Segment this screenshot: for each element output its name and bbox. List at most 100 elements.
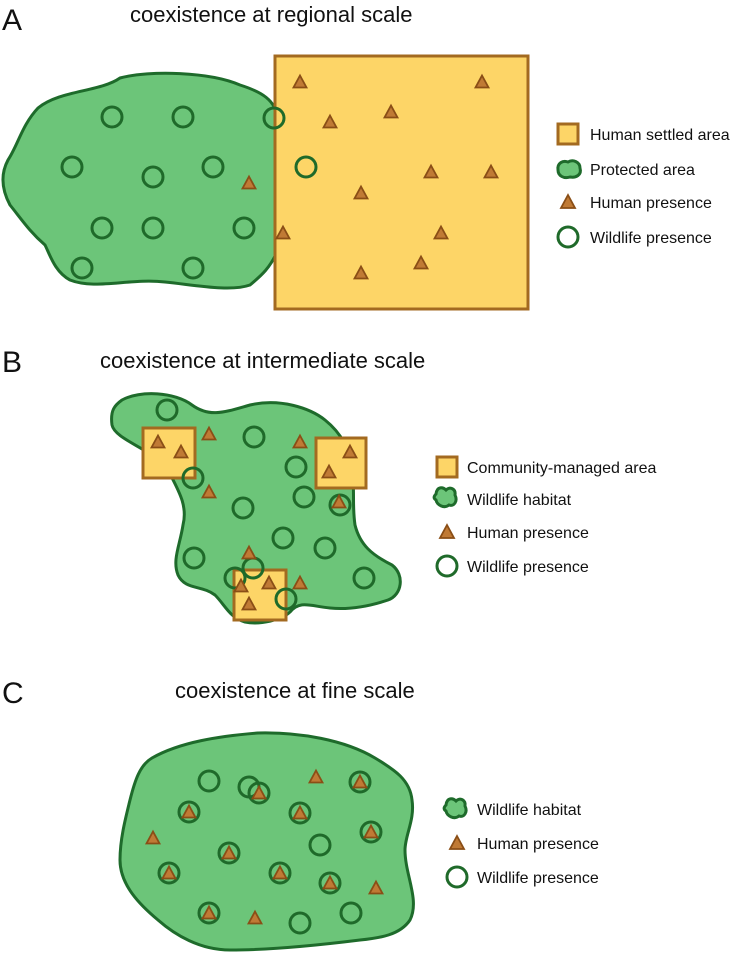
wildlife-presence-circle-4 (181, 466, 205, 490)
wildlife-presence-circle-9 (141, 216, 165, 240)
human-presence-triangle-13 (200, 904, 218, 920)
wildlife-presence-circle-14 (274, 587, 298, 611)
wildlife-presence-circle-11 (268, 861, 292, 885)
panel-a-marks (60, 73, 500, 280)
human-presence-triangle-8 (330, 493, 348, 509)
wildlife-presence-circle-3 (284, 455, 308, 479)
wildlife-presence-circle-13 (223, 566, 247, 590)
human-presence-triangle-10 (271, 864, 289, 880)
wildlife-presence-circle-7 (294, 155, 318, 179)
legend-wildlife-habitat-label-b: Wildlife habitat (467, 492, 572, 509)
wildlife-presence-circle-10 (232, 216, 256, 240)
panel-b-legend: Community-managed area Wildlife habitat … (432, 455, 657, 578)
human-presence-triangle-7 (144, 829, 162, 845)
wildlife-presence-circle-10 (313, 536, 337, 560)
human-presence-triangle-3 (149, 433, 167, 449)
wildlife-presence-circle-12 (318, 871, 342, 895)
human-presence-triangle-12 (412, 254, 430, 270)
wildlife-presence-circle-9 (217, 841, 241, 865)
legend-wildlife-presence-circle (556, 225, 580, 249)
human-settled-area-square (273, 54, 530, 311)
human-presence-triangle-4 (250, 784, 268, 800)
wildlife-presence-circle-15 (339, 901, 363, 925)
human-presence-triangle-13 (240, 595, 258, 611)
human-presence-triangle-1 (307, 768, 325, 784)
human-presence-triangle-9 (274, 224, 292, 240)
legend-protected-area-swatch (556, 159, 582, 180)
wildlife-presence-circle-12 (352, 566, 376, 590)
wildlife-presence-circle-2 (171, 105, 195, 129)
wildlife-presence-circle-6 (231, 496, 255, 520)
panel-c-legend: Wildlife habitat Human presence Wildlife… (442, 797, 599, 889)
legend-wildlife-presence-label-b: Wildlife presence (467, 559, 589, 576)
wildlife-presence-circle-11 (70, 256, 94, 280)
legend-wildlife-presence-circle-b (435, 554, 459, 578)
panel-a: A coexistence at regional scale Human se… (1, 2, 730, 311)
human-presence-triangle-5 (291, 804, 309, 820)
human-presence-triangle-5 (341, 443, 359, 459)
wildlife-presence-circle-4 (177, 800, 201, 824)
legend-wildlife-habitat-swatch-b (432, 486, 458, 509)
legend-wildlife-habitat-swatch-c (442, 797, 468, 820)
human-presence-triangle-2 (473, 73, 491, 89)
wildlife-presence-circle-7 (359, 820, 383, 844)
human-presence-triangle-3 (382, 103, 400, 119)
legend-wildlife-presence-circle-c (445, 865, 469, 889)
legend-wildlife-presence-label-c: Wildlife presence (477, 870, 599, 887)
human-presence-triangle-11 (352, 264, 370, 280)
community-managed-area-2 (314, 436, 368, 490)
human-presence-triangle-9 (240, 544, 258, 560)
human-presence-triangle-6 (422, 163, 440, 179)
human-presence-triangle-2 (351, 773, 369, 789)
panel-c: C coexistence at fine scale Wildlife hab… (2, 677, 599, 952)
human-presence-triangle-1 (291, 73, 309, 89)
wildlife-presence-circle-6 (201, 155, 225, 179)
human-presence-triangle-6 (320, 463, 338, 479)
panel-a-letter: A (2, 4, 22, 37)
wildlife-presence-circle-10 (157, 861, 181, 885)
panel-b: B coexistence at intermediate scale Comm… (2, 346, 657, 625)
wildlife-presence-circle-5 (247, 781, 271, 805)
human-presence-triangle-8 (220, 844, 238, 860)
panel-c-marks (144, 768, 385, 935)
panel-b-letter: B (2, 346, 22, 379)
human-presence-triangle-1 (200, 425, 218, 441)
human-presence-triangle-9 (160, 864, 178, 880)
human-presence-triangle-14 (246, 909, 264, 925)
panel-b-marks (149, 398, 376, 611)
panel-a-title: coexistence at regional scale (130, 2, 413, 27)
wildlife-presence-circle-13 (197, 901, 221, 925)
panel-a-legend: Human settled area Protected area Human … (556, 122, 730, 249)
legend-human-presence-label-c: Human presence (477, 836, 599, 853)
human-presence-triangle-2 (291, 433, 309, 449)
wildlife-presence-circle-8 (308, 833, 332, 857)
legend-community-managed-swatch (435, 455, 459, 479)
human-presence-triangle-11 (291, 574, 309, 590)
wildlife-presence-circle-5 (141, 165, 165, 189)
wildlife-presence-circle-7 (328, 493, 352, 517)
human-presence-triangle-7 (482, 163, 500, 179)
human-presence-triangle-11 (321, 874, 339, 890)
wildlife-presence-circle-1 (197, 769, 221, 793)
legend-human-settled-label: Human settled area (590, 127, 730, 144)
wildlife-presence-circle-2 (242, 425, 266, 449)
human-presence-triangle-4 (172, 443, 190, 459)
legend-human-settled-swatch (556, 122, 580, 146)
wildlife-presence-circle-8 (271, 526, 295, 550)
panel-c-title: coexistence at fine scale (175, 678, 415, 703)
legend-human-presence-triangle-b (438, 523, 456, 539)
human-presence-triangle-4 (321, 113, 339, 129)
wildlife-presence-circle-6 (288, 801, 312, 825)
human-presence-triangle-5 (240, 174, 258, 190)
wildlife-presence-circle-4 (60, 155, 84, 179)
wildlife-presence-circle-14 (288, 911, 312, 935)
wildlife-presence-circle-8 (90, 216, 114, 240)
wildlife-presence-circle-3 (348, 770, 372, 794)
panel-b-title: coexistence at intermediate scale (100, 348, 425, 373)
legend-human-presence-triangle-c (448, 834, 466, 850)
human-presence-triangle-12 (232, 577, 250, 593)
human-presence-triangle-10 (260, 574, 278, 590)
wildlife-presence-circle-3 (262, 106, 286, 130)
wildlife-habitat-shape-c (118, 731, 415, 952)
